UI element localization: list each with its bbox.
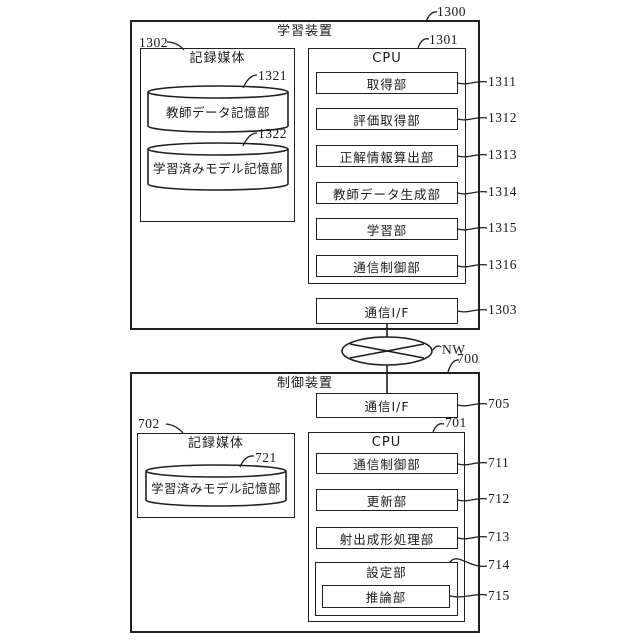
leader-1315 (457, 226, 488, 231)
leader-713 (457, 535, 488, 540)
leader-712 (457, 497, 488, 502)
ref-712: 712 (488, 491, 510, 506)
ref-1303: 1303 (488, 302, 517, 317)
ref-713: 713 (488, 529, 510, 544)
leader-1312 (457, 116, 488, 121)
network-symbol (341, 336, 433, 366)
unit-evaluation-acquisition: 評価取得部 (316, 108, 458, 130)
learning-device-box: 学習装置 (130, 20, 480, 330)
cylinder-control-trained-model-storage (145, 464, 287, 507)
learning-comm-if-box: 通信I/F (316, 298, 458, 324)
leader-1316 (457, 263, 488, 268)
teacher-data-storage-label: 教師データ記憶部 (165, 105, 270, 120)
ref-701: 701 (445, 415, 467, 430)
setting-unit-title: 設定部 (366, 565, 407, 580)
learning-recording-medium-box: 記録媒体 (140, 48, 295, 222)
ref-702: 702 (138, 416, 160, 431)
control-device-title: 制御装置 (276, 376, 333, 391)
leader-702 (165, 423, 184, 434)
control-cpu-title: CPU (371, 435, 402, 450)
control-recording-medium-title: 記録媒体 (187, 436, 244, 451)
cylinder-trained-model-storage (147, 142, 289, 191)
leader-711 (457, 461, 488, 466)
control-recording-medium-box: 記録媒体 (137, 433, 295, 518)
unit-teacher-data-generation: 教師データ生成部 (316, 182, 458, 204)
trained-model-storage-label: 学習済みモデル記憶部 (152, 161, 283, 176)
inference-unit-box: 推論部 (322, 585, 450, 608)
unit-correct-info-calculation: 正解情報算出部 (316, 145, 458, 167)
leader-1321 (242, 74, 258, 89)
setting-unit-box: 設定部 (315, 562, 458, 616)
ref-1313: 1313 (488, 147, 517, 162)
leader-1313 (457, 153, 488, 158)
ref-1301: 1301 (429, 32, 458, 47)
leader-1322 (242, 132, 258, 147)
cylinder-teacher-data-storage (147, 85, 289, 133)
control-cpu-box: CPU (308, 432, 465, 622)
leader-701 (432, 423, 445, 433)
leader-1311 (457, 80, 488, 85)
ref-1312: 1312 (488, 110, 517, 125)
ref-721: 721 (255, 450, 277, 465)
leader-705 (457, 402, 488, 407)
control-device-box: 制御装置 (130, 372, 480, 633)
control-trained-model-storage-label: 学習済みモデル記憶部 (150, 481, 281, 496)
ref-1300: 1300 (437, 4, 466, 19)
ref-700: 700 (457, 351, 479, 366)
learning-cpu-box: CPU (308, 48, 466, 284)
ref-1314: 1314 (488, 184, 517, 199)
ref-1321: 1321 (258, 68, 287, 83)
leader-715 (449, 593, 488, 598)
unit-control-comm-control: 通信制御部 (316, 453, 458, 474)
network-label: NW (442, 342, 466, 357)
ref-1311: 1311 (488, 74, 517, 89)
leader-721 (239, 455, 255, 468)
ref-715: 715 (488, 588, 510, 603)
ref-1315: 1315 (488, 220, 517, 235)
leader-1301 (417, 38, 430, 49)
learning-device-title: 学習装置 (276, 24, 333, 39)
unit-update: 更新部 (316, 489, 458, 511)
learning-recording-medium-title: 記録媒体 (189, 51, 246, 66)
leader-700 (447, 359, 460, 373)
leader-lines (165, 11, 488, 598)
learning-cpu-title: CPU (372, 51, 402, 66)
unit-learning: 学習部 (316, 218, 458, 240)
unit-injection-molding-processing: 射出成形処理部 (316, 527, 458, 549)
leader-714 (449, 558, 488, 567)
ref-1316: 1316 (488, 257, 517, 272)
ref-1302: 1302 (139, 35, 168, 50)
control-comm-if-box: 通信I/F (316, 393, 458, 418)
unit-acquisition: 取得部 (316, 72, 458, 94)
ref-714: 714 (488, 557, 510, 572)
leader-1303 (457, 308, 488, 313)
ref-1322: 1322 (258, 126, 287, 141)
leader-nw (432, 345, 442, 351)
ref-711: 711 (488, 455, 510, 470)
unit-comm-control: 通信制御部 (316, 255, 458, 277)
ref-705: 705 (488, 396, 510, 411)
leader-1314 (457, 190, 488, 195)
